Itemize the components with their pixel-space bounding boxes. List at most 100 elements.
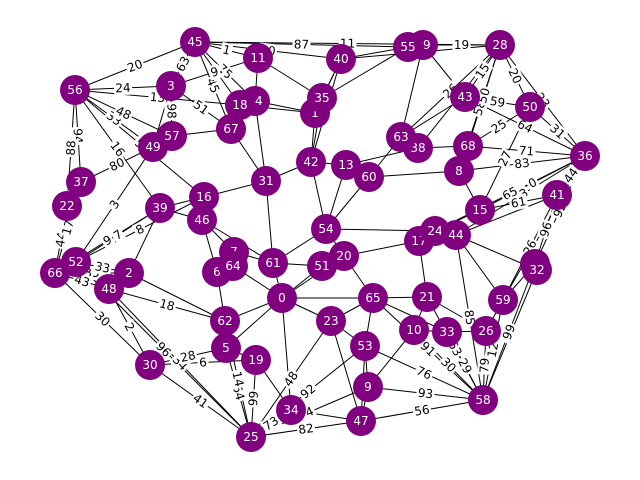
node-label: 1 <box>311 106 319 120</box>
node-0: 0 <box>267 283 297 313</box>
node-circle <box>488 285 518 315</box>
node-68: 68 <box>453 131 483 161</box>
edge-label-background <box>203 74 223 97</box>
edge-label-group: 15 <box>471 59 494 83</box>
node-26: 26 <box>471 316 501 346</box>
node-41: 41 <box>542 180 572 210</box>
node-label: 0 <box>278 291 286 305</box>
node-58: 58 <box>468 385 498 415</box>
node-36: 36 <box>570 141 600 171</box>
node-circle <box>267 283 297 313</box>
edge-label-group: 3 <box>105 196 124 213</box>
edge-label-background <box>504 64 526 88</box>
node-label: 26 <box>478 324 493 338</box>
node-circle <box>346 406 376 436</box>
edge-label-background <box>120 318 139 336</box>
edge-label-group: 18 <box>156 295 178 315</box>
node-circle <box>471 316 501 346</box>
edge-label: 59 <box>489 94 506 110</box>
node-circle <box>393 32 423 62</box>
node-circle <box>570 141 600 171</box>
node-64: 64 <box>218 251 248 281</box>
edge-label-group: 80 <box>105 154 129 175</box>
node-label: 21 <box>419 290 434 304</box>
edge-label-background <box>189 390 212 412</box>
node-53: 53 <box>350 331 380 361</box>
edge-label-background <box>131 220 149 239</box>
edge-label-background <box>415 385 436 402</box>
edge-label-background <box>197 355 209 370</box>
node-label: 20 <box>336 249 351 263</box>
node-circle <box>307 83 337 113</box>
node-label: 55 <box>400 40 415 54</box>
edge-label-group: 20 <box>504 64 526 88</box>
edge-label: 20 <box>505 66 524 86</box>
node-63: 63 <box>386 122 416 152</box>
node-circle <box>444 156 474 186</box>
node-label: 61 <box>265 256 280 270</box>
edge-label-background <box>546 120 569 143</box>
edge-label-background <box>91 307 114 331</box>
edge-label-group: 96 <box>536 218 556 241</box>
node-label: 58 <box>475 393 490 407</box>
edge-label-group: 2 <box>120 318 139 336</box>
edge-label-background <box>412 362 436 384</box>
edge-label-group: 20 <box>124 56 146 76</box>
edge-label: 45 <box>204 76 223 95</box>
edge-label: 98 <box>164 103 178 119</box>
node-circle <box>210 306 240 336</box>
edge-label: 20 <box>125 57 144 76</box>
node-circle <box>432 317 462 347</box>
node-47: 47 <box>346 406 376 436</box>
node-19: 19 <box>241 345 271 375</box>
edge-label-background <box>63 138 79 158</box>
edge-label-group: 25 <box>487 115 511 138</box>
node-label: 30 <box>142 358 157 372</box>
edge-label-background <box>296 420 316 438</box>
edge-label-group: 61 <box>508 193 529 212</box>
edge-label: 83 <box>514 156 531 172</box>
edge-label-group: 76 <box>412 362 436 384</box>
node-44: 44 <box>441 220 471 250</box>
node-23: 23 <box>316 306 346 336</box>
node-label: 60 <box>361 170 376 184</box>
node-circle <box>450 82 480 112</box>
edge-label-group: 31 <box>546 120 569 143</box>
node-label: 67 <box>223 122 238 136</box>
node-label: 48 <box>101 282 116 296</box>
node-label: 59 <box>495 293 510 307</box>
edge-label: 85 <box>461 309 477 326</box>
node-37: 37 <box>66 167 96 197</box>
node-label: 18 <box>232 98 247 112</box>
node-circle <box>316 306 346 336</box>
edge-label: 17 <box>59 218 77 237</box>
edge-label-group: 27 <box>494 147 516 170</box>
edge-label: 79 <box>477 358 492 374</box>
node-circle <box>353 372 383 402</box>
edge-label-background <box>156 295 178 315</box>
node-circle <box>358 283 388 313</box>
edge-47-23 <box>330 320 362 422</box>
node-42: 42 <box>296 147 326 177</box>
node-circle <box>386 122 416 152</box>
node-61: 61 <box>258 248 288 278</box>
edge-label: 28 <box>179 348 197 365</box>
edge-label: 96 <box>537 220 555 239</box>
edge-label-background <box>112 102 135 124</box>
edge-label-group: 99 <box>499 321 519 343</box>
node-label: 51 <box>314 259 329 273</box>
node-55: 55 <box>393 32 423 62</box>
node-22: 22 <box>52 191 82 221</box>
node-label: 44 <box>448 228 463 242</box>
edge-label: 99 <box>500 322 519 341</box>
node-label: 56 <box>67 83 82 97</box>
node-3: 3 <box>156 71 186 101</box>
node-label: 36 <box>577 149 592 163</box>
node-33: 33 <box>432 317 462 347</box>
node-label: 8 <box>455 164 463 178</box>
node-label: 24 <box>427 224 442 238</box>
edge-label: 24 <box>115 81 131 96</box>
node-circle <box>311 214 341 244</box>
node-label: 35 <box>314 91 329 105</box>
node-circle <box>307 251 337 281</box>
